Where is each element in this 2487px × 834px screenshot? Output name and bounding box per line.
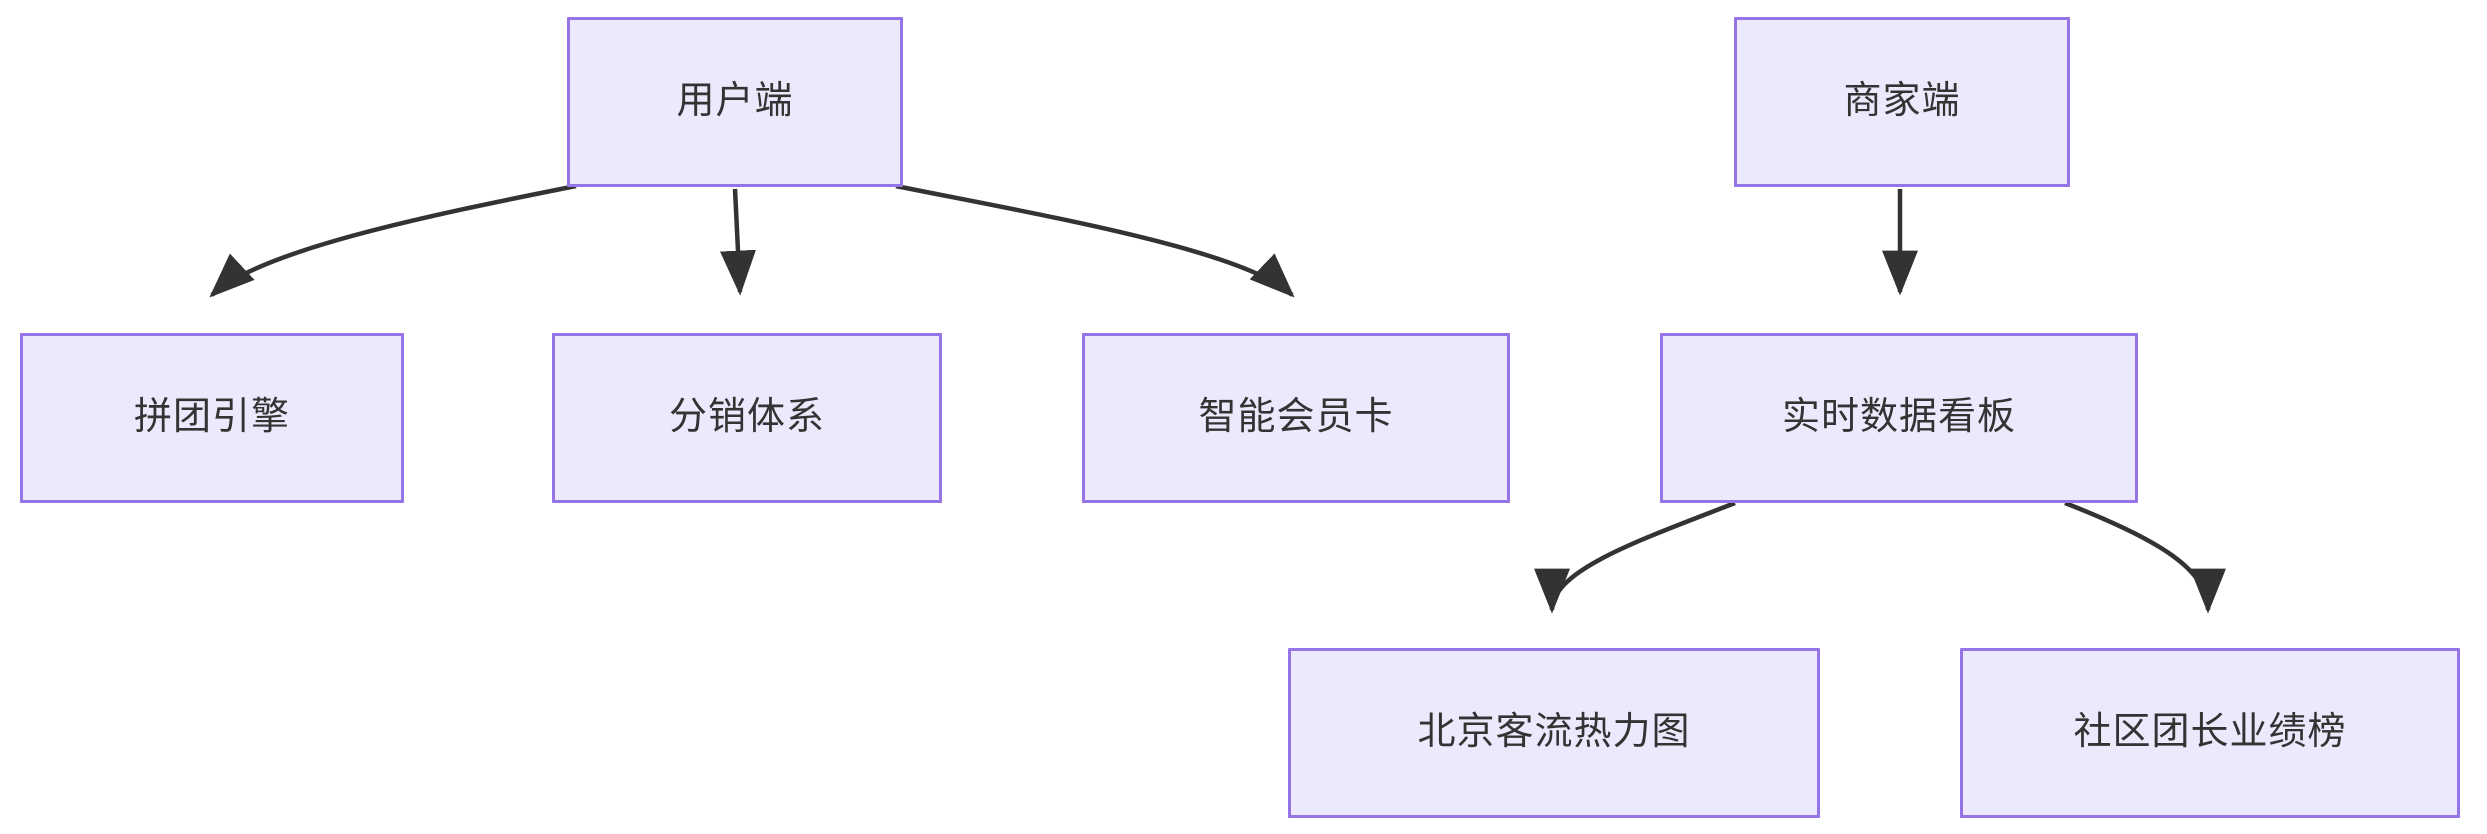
edge-realtime-dashboard-to-community-leader-ranking <box>2064 500 2226 614</box>
node-smart-member-card[interactable]: 智能会员卡 <box>1082 333 1510 503</box>
node-distribution-system[interactable]: 分销体系 <box>552 333 942 503</box>
node-realtime-dashboard[interactable]: 实时数据看板 <box>1660 333 2138 503</box>
node-smart-member-card-label: 智能会员卡 <box>1198 396 1394 439</box>
node-beijing-traffic-heatmap[interactable]: 北京客流热力图 <box>1288 648 1820 818</box>
edge-user-client-to-group-buy-engine <box>209 183 577 298</box>
node-group-buy-engine-label: 拼团引擎 <box>133 396 290 439</box>
node-community-leader-ranking[interactable]: 社区团长业绩榜 <box>1960 648 2460 818</box>
node-distribution-system-label: 分销体系 <box>668 396 825 439</box>
edge-realtime-dashboard-to-beijing-traffic-heatmap <box>1534 500 1736 614</box>
node-merchant-client[interactable]: 商家端 <box>1734 17 2070 187</box>
node-realtime-dashboard-label: 实时数据看板 <box>1781 396 2016 439</box>
node-user-client-label: 用户端 <box>676 80 794 123</box>
node-community-leader-ranking-label: 社区团长业绩榜 <box>2073 711 2347 754</box>
node-user-client[interactable]: 用户端 <box>567 17 903 187</box>
node-merchant-client-label: 商家端 <box>1843 80 1961 123</box>
node-group-buy-engine[interactable]: 拼团引擎 <box>20 333 404 503</box>
node-beijing-traffic-heatmap-label: 北京客流热力图 <box>1417 711 1691 754</box>
edge-user-client-to-smart-member-card <box>895 183 1295 298</box>
edge-user-client-to-distribution-system <box>720 188 756 296</box>
